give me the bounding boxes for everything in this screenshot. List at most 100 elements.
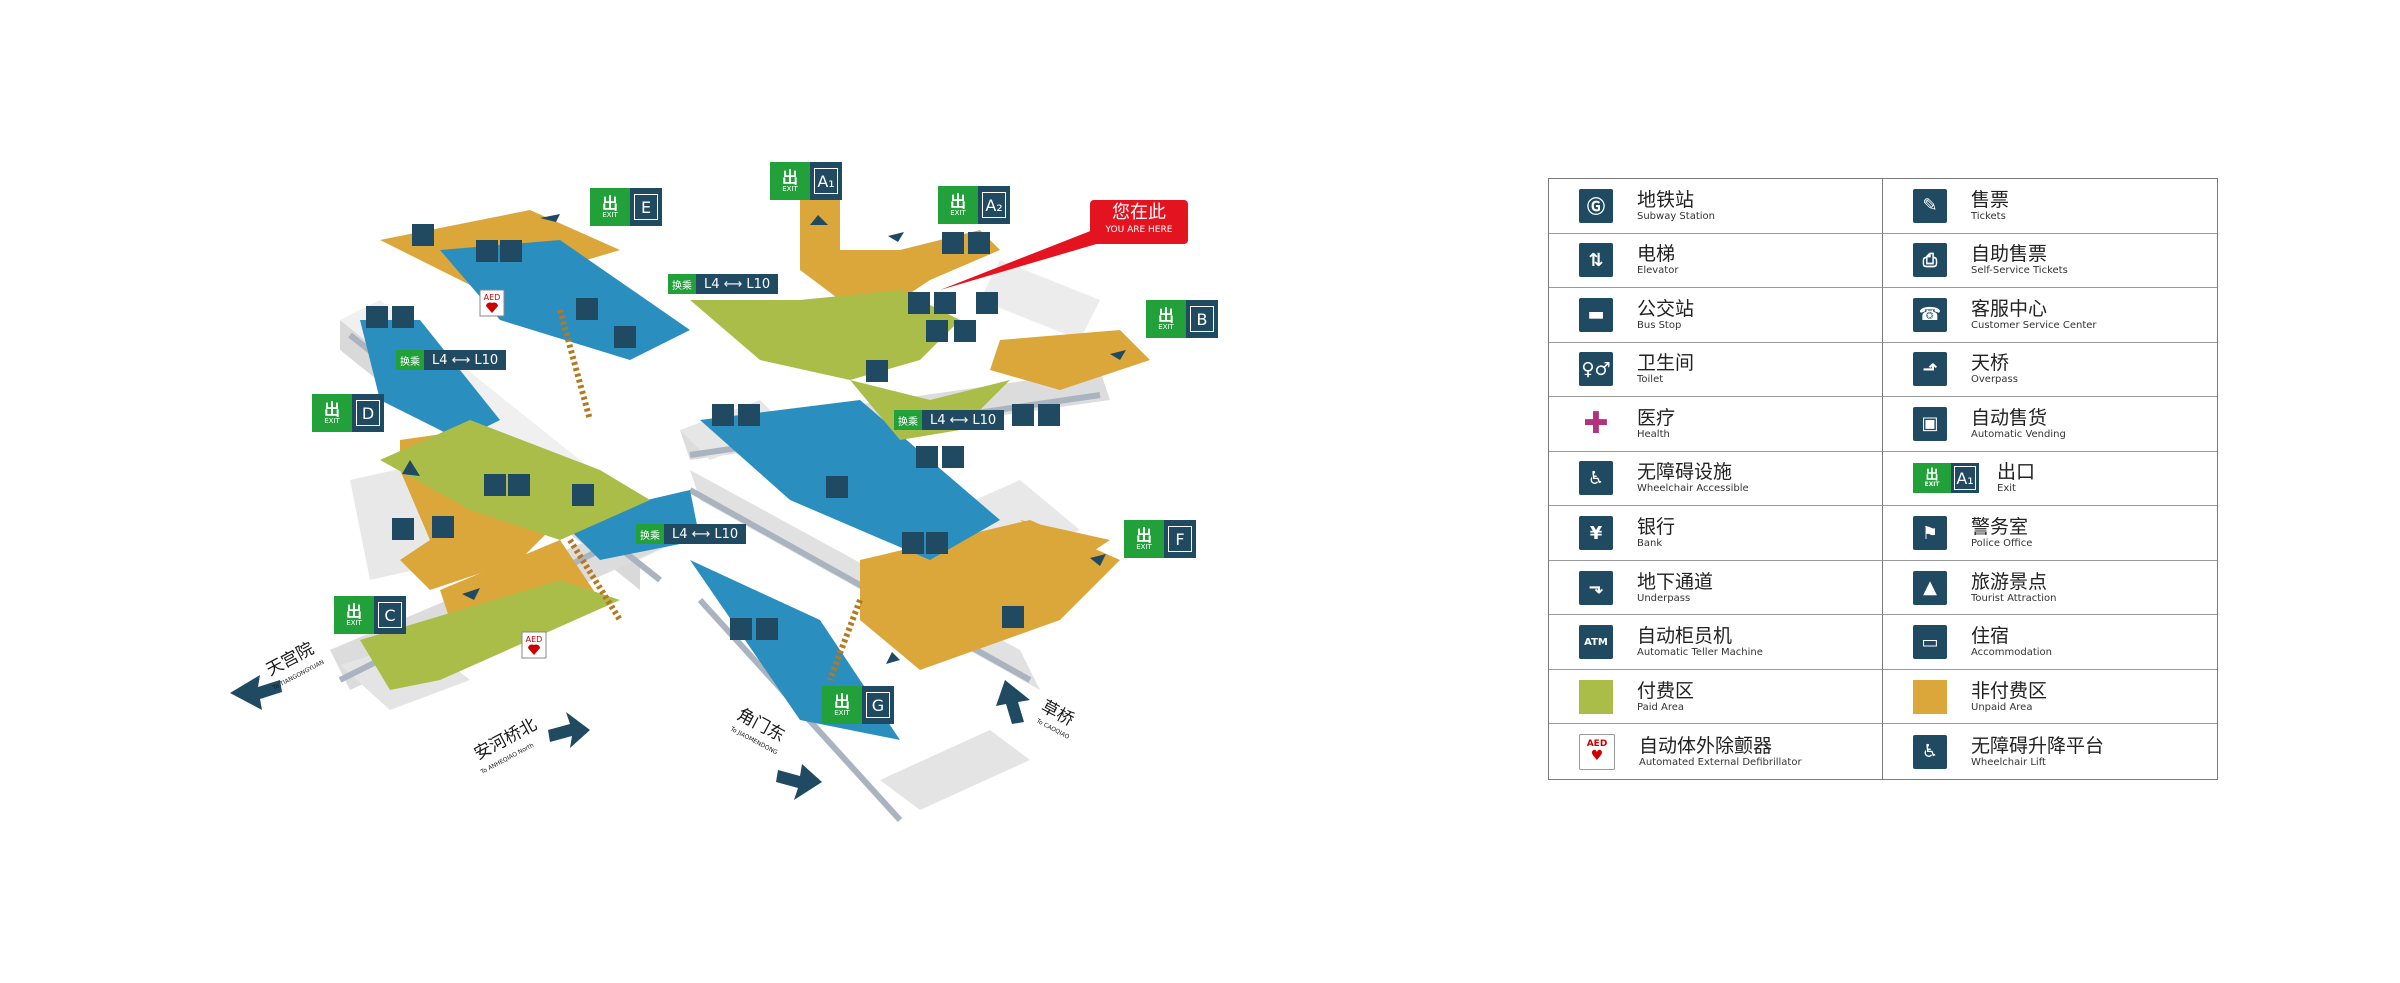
bank-icon-glyph: ¥ — [1589, 522, 1603, 544]
legend-label-zh: 自助售票 — [1971, 243, 2048, 266]
exit-letter: B — [1190, 306, 1214, 332]
legend-label-zh: 电梯 — [1637, 243, 1676, 266]
exit-letter: F — [1168, 526, 1192, 552]
exit-a2-sign: 出 EXIT A₂ — [938, 186, 1010, 224]
toilet-icon — [1012, 404, 1034, 426]
legend-label-en: Tickets — [1971, 210, 2006, 222]
health-icon-glyph: ✚ — [1583, 406, 1609, 442]
ticket-icon: ✎ — [1913, 188, 1947, 223]
self-ticket-icon — [976, 292, 998, 314]
legend-label-en: Automatic Teller Machine — [1637, 647, 1763, 659]
exit-letter: A₁ — [814, 168, 838, 194]
legend-label-en: Automated External Defibrillator — [1639, 756, 1802, 768]
aed-icon: AED♥ — [1579, 733, 1615, 770]
legend-label-en: Toilet — [1637, 374, 1664, 386]
legend-label-zh: 自动体外除颤器 — [1639, 734, 1773, 757]
legend-label-zh: 非付费区 — [1971, 679, 2048, 702]
aed-markers: AED AED — [479, 289, 547, 659]
self-ticket-icon — [1002, 606, 1024, 628]
legend-label-zh: 付费区 — [1637, 679, 1695, 702]
elevator-icon — [926, 320, 948, 342]
underpass-icon-glyph: ⬎ — [1588, 577, 1604, 599]
exit-word: EXIT — [602, 210, 618, 219]
you-are-here-zh: 您在此 — [1112, 202, 1166, 223]
transfer-label: 换乘 — [668, 274, 696, 294]
exit-word: EXIT — [324, 416, 340, 425]
exit-d-sign: 出 EXIT D — [312, 394, 384, 432]
transfer-lines: L4 ⟷ L10 — [696, 274, 779, 294]
transfer-label: 换乘 — [894, 410, 922, 430]
elevator-icon — [712, 404, 734, 426]
transfer-label: 换乘 — [636, 524, 664, 544]
legend-label-en: Subway Station — [1637, 210, 1715, 222]
overpass-icon: ⬏ — [1913, 352, 1947, 387]
exit-word: EXIT — [950, 208, 966, 217]
exit-glyph: 出 — [1157, 305, 1174, 325]
tourist-icon: ▲ — [1913, 570, 1947, 605]
legend-label-zh: 公交站 — [1637, 297, 1695, 320]
exit-glyph: 出 — [1925, 467, 1939, 483]
elevator-icon — [730, 618, 752, 640]
self-ticket-icon — [412, 224, 434, 246]
legend-label-en: Bank — [1637, 538, 1663, 550]
bank-icon: ¥ — [1579, 516, 1613, 551]
exit-letter: A₂ — [982, 192, 1006, 218]
legend-label-zh: 无障碍升降平台 — [1971, 734, 2105, 757]
exit-b-sign: 出 EXIT B — [1146, 300, 1218, 338]
exit-g-sign: 出 EXIT G — [822, 686, 894, 724]
legend-label-en: Bus Stop — [1637, 319, 1682, 331]
subway-icon: Ⓖ — [1579, 188, 1613, 223]
transfer-badge: 换乘 L4 ⟷ L10 — [668, 274, 779, 294]
exit-word: EXIT — [1158, 322, 1174, 331]
exit-word: EXIT — [1924, 480, 1940, 488]
aed-label: AED — [1586, 739, 1608, 750]
vending-icon-glyph: ▣ — [1921, 413, 1939, 435]
exit-glyph: 出 — [833, 691, 850, 711]
facility-icons — [366, 224, 1060, 640]
exit-glyph: 出 — [949, 191, 966, 211]
atm-icon: ATM — [1579, 625, 1613, 660]
transfer-lines: L4 ⟷ L10 — [664, 524, 747, 544]
elevator-icon — [916, 446, 938, 468]
wheelchair-icon — [942, 446, 964, 468]
exit-f-sign: 出 EXIT F — [1124, 520, 1196, 558]
overpass-icon-glyph: ⬏ — [1922, 358, 1938, 380]
police-icon-glyph: ⚑ — [1921, 522, 1939, 544]
legend-label-zh: 医疗 — [1637, 406, 1676, 429]
exit-letter: E — [634, 194, 658, 220]
legend-label-en: Wheelchair Lift — [1971, 756, 2046, 768]
elevator-icon-glyph: ⇅ — [1588, 249, 1604, 271]
exit-c-sign: 出 EXIT C — [334, 596, 406, 634]
exit-glyph: 出 — [1135, 525, 1152, 545]
legend-label-en: Customer Service Center — [1971, 319, 2097, 331]
vending-icon: ▣ — [1913, 406, 1947, 441]
legend-label-zh: 客服中心 — [1971, 297, 2048, 320]
transfer-lines: L4 ⟷ L10 — [922, 410, 1005, 430]
ticket-icon — [508, 474, 530, 496]
elevator-icon: ⇅ — [1579, 243, 1613, 278]
walk-arrows — [402, 214, 1126, 664]
exit-word: EXIT — [782, 184, 798, 193]
exit-e-sign: 出 EXIT E — [590, 188, 662, 226]
exit-glyph: 出 — [323, 399, 340, 419]
vending-icon — [908, 292, 930, 314]
exit-letter: C — [378, 602, 402, 628]
legend-label-en: Police Office — [1971, 538, 2033, 550]
exit-a1-sign: 出 EXIT A₁ — [770, 162, 842, 200]
service-center-icon: ☎ — [1913, 297, 1947, 332]
transfer-lines: L4 ⟷ L10 — [424, 350, 507, 370]
